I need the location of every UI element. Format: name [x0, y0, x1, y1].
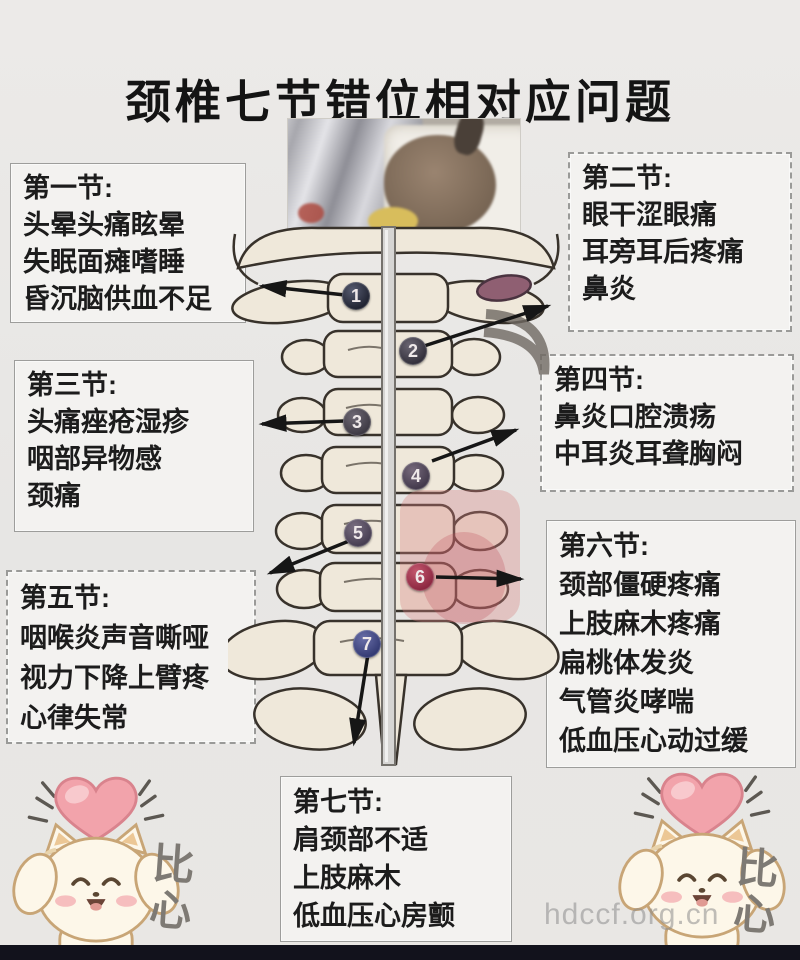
- symptom-line: 上肢麻木: [293, 863, 401, 893]
- vertebra-badge-5: 5: [344, 519, 372, 547]
- bixin-caption-left: 比心: [147, 839, 197, 936]
- watermark: hdccf.org.cn: [544, 898, 720, 931]
- symptom-line: 失眠面瘫嗜睡: [23, 247, 185, 277]
- section-7-title: 第七节:: [293, 787, 383, 817]
- symptom-line: 扁桃体发炎: [559, 648, 694, 678]
- symptom-line: 耳旁耳后疼痛: [582, 237, 744, 267]
- section-1-title: 第一节:: [23, 173, 113, 203]
- symptom-line: 低血压心房颤: [293, 901, 455, 931]
- vertebra-badge-7: 7: [353, 630, 381, 658]
- section-box-4: 第四节: 鼻炎口腔溃疡 中耳炎耳聋胸闷: [540, 354, 794, 492]
- section-6-title: 第六节:: [559, 531, 649, 561]
- symptom-line: 头痛痤疮湿疹: [27, 407, 189, 437]
- symptom-line: 心律失常: [20, 703, 128, 733]
- symptom-line: 气管炎哮喘: [559, 687, 694, 717]
- symptom-line: 上肢麻木疼痛: [559, 609, 721, 639]
- symptom-line: 颈痛: [27, 481, 81, 511]
- symptom-line: 眼干涩眼痛: [582, 200, 717, 230]
- symptom-line: 鼻炎: [582, 274, 636, 304]
- symptom-line: 中耳炎耳聋胸闷: [554, 439, 743, 469]
- symptom-line: 昏沉脑供血不足: [23, 284, 212, 314]
- section-4-title: 第四节:: [554, 365, 644, 395]
- section-box-3: 第三节: 头痛痤疮湿疹 咽部异物感 颈痛: [14, 360, 254, 532]
- vertebra-badge-4: 4: [402, 462, 430, 490]
- section-2-title: 第二节:: [582, 163, 672, 193]
- bixin-caption-right: 比心: [731, 843, 781, 940]
- bottom-bar: [0, 945, 800, 960]
- section-box-7: 第七节: 肩颈部不适 上肢麻木 低血压心房颤: [280, 776, 512, 942]
- photo-content: [288, 119, 520, 233]
- section-box-6: 第六节: 颈部僵硬疼痛 上肢麻木疼痛 扁桃体发炎 气管炎哮喘 低血压心动过缓: [546, 520, 796, 768]
- symptom-line: 咽喉炎声音嘶哑: [20, 623, 209, 653]
- section-box-1: 第一节: 头晕头痛眩晕 失眠面瘫嗜睡 昏沉脑供血不足: [10, 163, 246, 323]
- symptom-line: 咽部异物感: [27, 444, 162, 474]
- symptom-line: 视力下降上臂疼: [20, 663, 209, 693]
- photo-thumbnail: [288, 119, 520, 233]
- section-5-title: 第五节:: [20, 583, 110, 613]
- vertebra-badge-6: 6: [406, 563, 434, 591]
- symptom-line: 鼻炎口腔溃疡: [554, 402, 716, 432]
- symptom-line: 肩颈部不适: [293, 825, 428, 855]
- section-3-title: 第三节:: [27, 370, 117, 400]
- section-box-2: 第二节: 眼干涩眼痛 耳旁耳后疼痛 鼻炎: [568, 152, 792, 332]
- section-box-5: 第五节: 咽喉炎声音嘶哑 视力下降上臂疼 心律失常: [6, 570, 256, 744]
- symptom-line: 低血压心动过缓: [559, 726, 748, 756]
- vertebra-badge-1: 1: [342, 282, 370, 310]
- spine-illustration: [219, 222, 564, 767]
- cervical-spine-drawing: [219, 226, 560, 766]
- food-detail-shape: [298, 203, 324, 223]
- symptom-line: 头晕头痛眩晕: [23, 210, 185, 240]
- vertebra-badge-3: 3: [343, 408, 371, 436]
- vertebra-badge-2: 2: [399, 337, 427, 365]
- symptom-line: 颈部僵硬疼痛: [559, 570, 721, 600]
